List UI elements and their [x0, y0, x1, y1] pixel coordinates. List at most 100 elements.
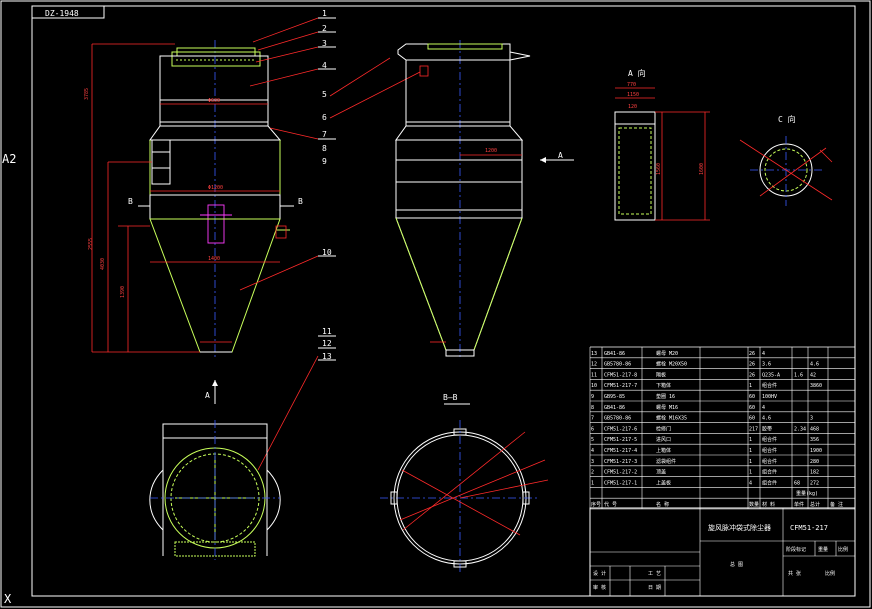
- bom-cell-no: 6: [591, 426, 594, 432]
- bom-cell-name: 上箱体: [656, 447, 671, 454]
- bom-cell-no: 13: [591, 351, 597, 357]
- bom-header-cell: 备 注: [830, 501, 843, 508]
- bom-cell-unit_w: 1.6: [794, 372, 803, 378]
- bom-cell-mat: 3.6: [762, 362, 771, 368]
- side-inlet-pipe: [397, 43, 511, 61]
- bom-cell-total_w: 42: [810, 372, 816, 378]
- bom-header-cell: 总计: [810, 501, 820, 508]
- callout-3: 3: [322, 39, 327, 48]
- dim-front-height-mid: 2555: [88, 238, 94, 250]
- bom-cell-name: 滤袋组件: [656, 458, 676, 465]
- bom-cell-total_w: 272: [810, 480, 819, 486]
- bom-cell-mat: 4: [762, 351, 765, 357]
- bom-cell-no: 4: [591, 448, 594, 454]
- side-arrow-label: A: [558, 151, 563, 160]
- bom-cell-mat: Q235-A: [762, 372, 780, 378]
- a-direction-view: A 向 770 1150 1560 1600 120: [614, 68, 710, 221]
- dim-aview-w1: 770: [627, 82, 636, 88]
- side-cone-hopper: [395, 217, 523, 351]
- callout-9: 9: [322, 157, 327, 166]
- bom-cell-name: 进风口: [656, 436, 671, 443]
- bb-title: B—B: [443, 393, 458, 402]
- dim-aview-h2: 1600: [699, 163, 705, 175]
- bottom-plan-view: [149, 420, 281, 560]
- bom-cell-total_w: 468: [810, 426, 819, 432]
- bom-cell-mat: 组合件: [762, 382, 777, 389]
- bom-cell-mat: 组合件: [762, 447, 777, 454]
- bom-cell-mat: 组合件: [762, 436, 777, 443]
- bom-cell-code: CFM51-217-4: [604, 448, 637, 454]
- front-view: 3785 4030 1390 2555 Φ600 Φ1200 1400 B B …: [84, 40, 303, 404]
- bom-cell-no: 12: [591, 362, 597, 368]
- bom-cell-mat: 胶带: [762, 425, 772, 432]
- callout-6: 6: [322, 113, 327, 122]
- bom-cell-total_w: 280: [810, 459, 819, 465]
- bom-cell-qty: 26: [749, 351, 755, 357]
- bom-cell-qty: 60: [749, 416, 755, 422]
- bom-cell-total_w: 3: [810, 416, 813, 422]
- callout-12: 12: [322, 339, 332, 348]
- bom-cell-mat: 组合件: [762, 469, 777, 476]
- callout-11: 11: [322, 327, 332, 336]
- bom-cell-no: 11: [591, 372, 597, 378]
- title-block-scale: 比例: [825, 570, 835, 577]
- bom-header-cell: 数量: [749, 501, 759, 508]
- bom-cell-no: 9: [591, 394, 594, 400]
- bom-cell-code: GB41-86: [604, 405, 625, 411]
- bom-cell-code: CFM51-217-3: [604, 459, 637, 465]
- c-direction-view: C 向: [739, 114, 833, 206]
- side-body: [395, 139, 523, 219]
- bom-cell-code: CFM51-217-7: [604, 383, 637, 389]
- bom-cell-name: 螺母 M20: [656, 350, 678, 357]
- bom-cell-total_w: 4.6: [810, 362, 819, 368]
- callout-4: 4: [322, 61, 327, 70]
- bom-cell-name: 下箱体: [656, 382, 671, 389]
- bom-cell-code: CFM51-217-5: [604, 437, 637, 443]
- bom-cell-qty: 1: [749, 448, 752, 454]
- bom-cell-name: 螺母 M16: [656, 404, 678, 411]
- bom-cell-no: 5: [591, 437, 594, 443]
- bom-cell-mat: 4: [762, 405, 765, 411]
- bom-cell-code: CFM51-217-1: [604, 480, 637, 486]
- title-block-checked: 审 核: [593, 584, 606, 591]
- section-cut-left: B: [128, 197, 133, 206]
- callout-8: 8: [322, 144, 327, 153]
- bom-cell-no: 10: [591, 383, 597, 389]
- corner-axis-marker: X: [4, 592, 12, 606]
- title-block: 旋风脉冲袋式除尘器 CFM51-217 总 图 阶段标记 重量 比例 设 计 审…: [589, 507, 856, 597]
- front-bag-header: [171, 51, 261, 67]
- bom-cell-name: 顶盖: [656, 469, 666, 476]
- bom-cell-code: CFM51-217-6: [604, 426, 637, 432]
- side-view: 1200 A: [395, 40, 574, 360]
- title-block-date: 日 期: [648, 585, 661, 591]
- callout-5: 5: [322, 90, 327, 99]
- bom-cell-no: 1: [591, 480, 594, 486]
- bom-cell-name: 隔板: [656, 371, 666, 378]
- section-b-b: B—B: [380, 393, 549, 575]
- callout-13: 13: [322, 352, 332, 361]
- bom-cell-qty: 1: [749, 437, 752, 443]
- bom-cell-name: 垫圈 16: [656, 393, 675, 400]
- bom-header-cell: 序号: [591, 501, 601, 508]
- bom-cell-unit_w: 2.34: [794, 426, 806, 432]
- title-block-weight: 重量: [818, 546, 828, 553]
- title-block-title: 旋风脉冲袋式除尘器: [708, 523, 771, 532]
- bom-cell-total_w: 1900: [810, 448, 822, 454]
- bom-cell-code: GB5780-86: [604, 416, 631, 422]
- front-side-inlet: [151, 139, 171, 185]
- bom-cell-qty: 26: [749, 362, 755, 368]
- bom-cell-mat: 组合件: [762, 479, 777, 486]
- bom-cell-mat: 4.6: [762, 416, 771, 422]
- bom-cell-code: GB41-86: [604, 351, 625, 357]
- bom-cell-total_w: 182: [810, 470, 819, 476]
- callout-7: 7: [322, 130, 327, 139]
- bom-cell-qty: 1: [749, 383, 752, 389]
- bom-cell-name: 螺栓 M20X50: [656, 361, 687, 368]
- title-block-approved: 工 艺: [648, 571, 661, 577]
- dim-front-body: Φ1200: [208, 185, 223, 191]
- front-inspection-door: [207, 204, 225, 244]
- callout-1: 1: [322, 9, 327, 18]
